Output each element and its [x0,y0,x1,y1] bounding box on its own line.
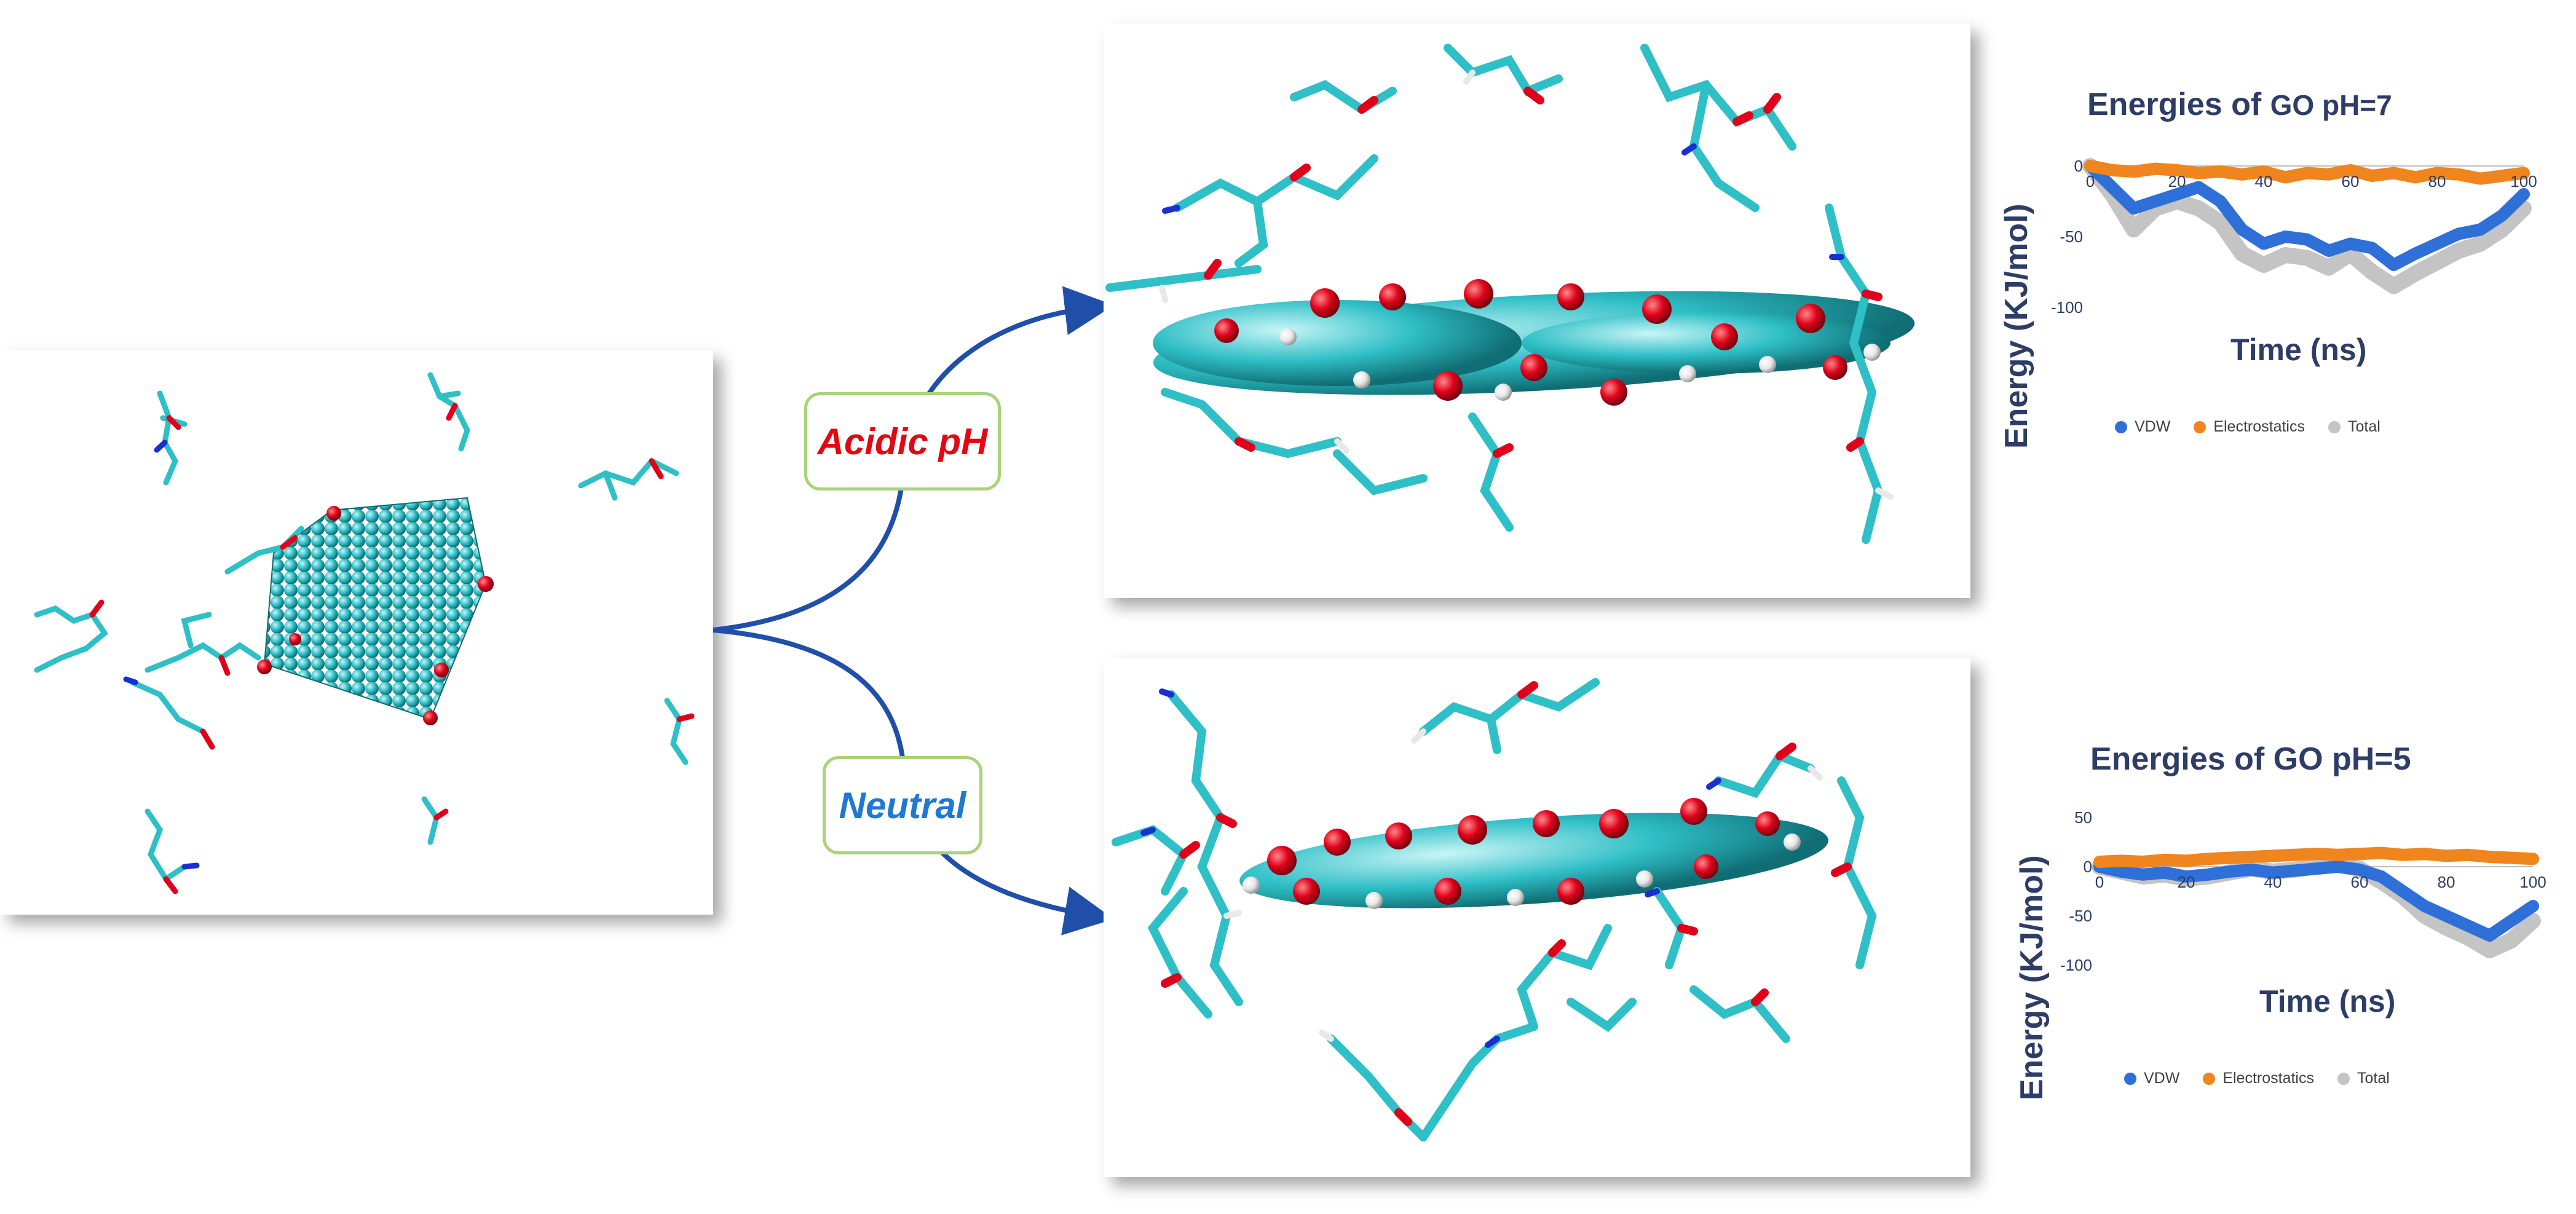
x-tick-label: 40 [2255,172,2273,191]
legend-label-electrostatics: Electrostatics [2222,1070,2314,1087]
x-tick-label: 20 [2178,873,2195,891]
electrostatics-legend-marker [2194,420,2207,433]
initial-system-render [34,372,695,894]
legend-item-vdw: VDW [2115,418,2170,436]
chart-ph5-legend: VDW Electrostatics Total [2124,1070,2390,1087]
free-drug-molecules [34,372,695,894]
series-line-vdw [2093,861,2539,942]
neutral-oxygen-atoms [1267,798,1780,905]
total-legend-marker [2328,420,2341,433]
neutral-go-sheet [1239,813,1828,909]
acidic-go-sheet [1153,291,1915,395]
chart-ph7-xlabel: Time (ns) [2230,333,2367,367]
y-tick-label: 0 [2074,157,2083,175]
acidic-adsorbed-drugs [1105,44,1894,544]
vdw-legend-marker [2115,420,2127,433]
neutral-free-drugs [1112,678,1877,1141]
x-tick-label: 100 [2519,873,2546,891]
total-legend-marker [2337,1072,2350,1085]
legend-label-total: Total [2348,418,2380,435]
chart-ph5-ylabel: Energy (KJ/mol) [2014,855,2050,1100]
x-tick-label: 80 [2428,172,2446,191]
legend-label-vdw: VDW [2135,418,2171,435]
x-tick-label: 0 [2095,873,2104,891]
acidic-ph-text: Acidic pH [817,420,988,462]
x-tick-label: 60 [2351,873,2369,891]
series-line-total [2082,158,2532,294]
x-tick-label: 60 [2342,172,2360,191]
neutral-result-panel [1104,658,1970,1177]
legend-item-total: Total [2337,1070,2390,1087]
chart-ph5-title: Energies of GO pH=5 [2090,741,2411,777]
neutral-hydrogen-atoms [1243,834,1801,909]
x-tick-label: 100 [2510,172,2537,191]
y-tick-label: -50 [2060,227,2083,246]
x-tick-label: 20 [2168,172,2186,191]
series-line-electrostatics [2084,160,2530,185]
chart-ph7-plot: 0 -50 -100 0 20 40 60 80 100 [2051,157,2537,317]
legend-item-vdw: VDW [2124,1070,2179,1087]
legend-label-total: Total [2357,1070,2390,1087]
x-tick-label: 0 [2086,172,2095,191]
y-tick-label: 50 [2074,808,2092,827]
chart-ph7-title: Energies of GO pH=7 [2087,86,2392,123]
acidic-result-panel [1104,23,1970,598]
legend-item-electrostatics: Electrostatics [2194,418,2305,436]
y-tick-label: -50 [2069,907,2092,925]
vdw-legend-marker [2124,1072,2136,1085]
x-tick-label: 80 [2438,873,2455,891]
x-tick-label: 40 [2264,873,2282,891]
series-line-electrostatics [2093,846,2539,868]
chart-ph7-title-suffix: GO pH=7 [2270,89,2392,121]
acidic-result-render [1105,44,1915,544]
y-tick-label: -100 [2060,956,2092,974]
go-oxygen-atoms [257,506,494,725]
acidic-hydrogen-atoms [1279,328,1881,401]
legend-label-vdw: VDW [2144,1070,2180,1087]
chart-ph7-ylabel: Energy (KJ/mol) [1999,203,2034,449]
electrostatics-legend-marker [2203,1072,2216,1085]
neutral-result-render [1112,678,1877,1141]
acidic-oxygen-atoms [1214,279,1847,406]
neutral-text: Neutral [839,784,966,826]
y-tick-label: -100 [2051,298,2083,317]
series-line-vdw [2084,160,2530,271]
legend-item-total: Total [2328,418,2380,436]
y-tick-label: 0 [2084,857,2092,876]
legend-item-electrostatics: Electrostatics [2203,1070,2314,1087]
acidic-ph-label: Acidic pH [804,392,1001,491]
neutral-label: Neutral [823,756,982,854]
chart-ph5-xlabel: Time (ns) [2259,984,2396,1019]
legend-label-electrostatics: Electrostatics [2213,418,2305,435]
chart-ph7-legend: VDW Electrostatics Total [2115,418,2380,436]
chart-ph7-title-prefix: Energies of [2087,87,2270,122]
initial-system-panel [0,350,713,915]
